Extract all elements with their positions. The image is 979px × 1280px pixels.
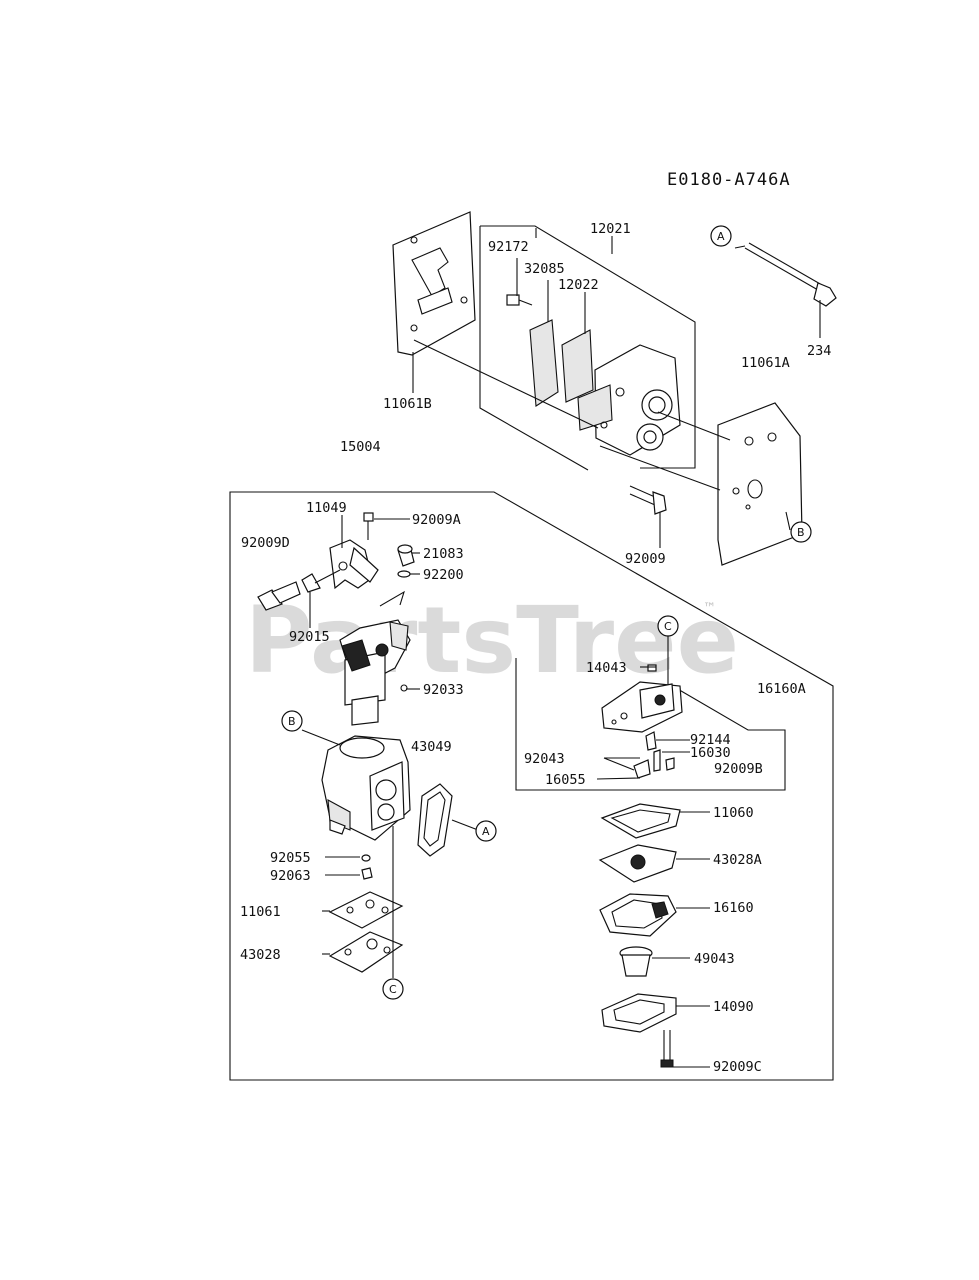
marker-b-right: B: [790, 521, 812, 543]
svg-text:A: A: [717, 230, 725, 243]
label-92009b: 92009B: [714, 761, 763, 777]
carburetor-frame: [229, 491, 834, 1081]
screw-92009c: [660, 1030, 674, 1068]
gasket-11061a: [717, 402, 803, 566]
gasket-11061b: [392, 211, 476, 356]
lever-11049: [329, 512, 379, 590]
label-12021: 12021: [590, 221, 631, 237]
diaphragm-43028a: [598, 844, 677, 883]
holder-12021: [577, 344, 681, 456]
marker-a-top: A: [710, 225, 732, 247]
svg-text:C: C: [664, 620, 672, 633]
marker-b-lower: B: [281, 710, 303, 732]
needle-92063: [361, 867, 373, 880]
label-49043: 49043: [694, 951, 735, 967]
svg-text:B: B: [288, 715, 296, 728]
pump-body-16160: [599, 893, 677, 937]
diagram-code: E0180-A746A: [667, 170, 791, 190]
label-92015: 92015: [289, 629, 330, 645]
label-92043: 92043: [524, 751, 565, 767]
label-92144: 92144: [690, 732, 731, 748]
label-92172: 92172: [488, 239, 529, 255]
gasket-11061: [328, 891, 404, 929]
label-92055: 92055: [270, 850, 311, 866]
bolt-234: [744, 242, 837, 307]
trademark-symbol: ™: [703, 601, 716, 616]
svg-text:C: C: [389, 983, 397, 996]
label-92009c: 92009C: [713, 1059, 762, 1075]
label-11061: 11061: [240, 904, 281, 920]
gasket-oring: [417, 783, 453, 857]
label-16030: 16030: [690, 745, 731, 761]
label-92063: 92063: [270, 868, 311, 884]
washer-92200: [397, 570, 411, 578]
needle-16030: [653, 749, 661, 772]
svg-text:A: A: [482, 825, 490, 838]
lever-16055: [633, 759, 651, 779]
label-12022: 12022: [558, 277, 599, 293]
cup-49043: [619, 946, 653, 977]
label-14043: 14043: [586, 660, 627, 676]
bolt-92009: [629, 485, 667, 515]
screw-92015: [257, 569, 341, 611]
label-92033: 92033: [423, 682, 464, 698]
screw-14043: [647, 664, 657, 672]
marker-c-lower: C: [382, 978, 404, 1000]
label-11060: 11060: [713, 805, 754, 821]
washer-92055: [361, 854, 371, 862]
plate-12022: [561, 329, 594, 403]
label-15004: 15004: [340, 439, 381, 455]
label-92009d: 92009D: [241, 535, 290, 551]
pump-cover-16160a: [601, 681, 683, 733]
label-11049: 11049: [306, 500, 347, 516]
spring-92144: [645, 731, 657, 751]
screw-92172: [506, 294, 533, 306]
label-92200: 92200: [423, 567, 464, 583]
pin-92043: [603, 757, 635, 771]
label-43028a: 43028A: [713, 852, 762, 868]
label-43049: 43049: [411, 739, 452, 755]
upper-leader-lines: [412, 228, 821, 548]
fitting-21083: [397, 544, 415, 567]
holder-bracket-outline: [479, 225, 696, 471]
diaphragm-43028: [328, 931, 404, 973]
lower-leader-lines: [301, 515, 710, 1068]
label-21083: 21083: [423, 546, 464, 562]
marker-c-pump: C: [657, 615, 679, 637]
gasket-11060: [600, 803, 681, 839]
label-234: 234: [807, 343, 831, 359]
label-16160a: 16160A: [757, 681, 806, 697]
carburetor-body-43049: [321, 735, 411, 841]
label-16055: 16055: [545, 772, 586, 788]
label-92009a: 92009A: [412, 512, 461, 528]
watermark: PartsTree: [245, 587, 739, 694]
screw-92009b: [665, 757, 675, 771]
label-16160: 16160: [713, 900, 754, 916]
svg-text:B: B: [797, 526, 805, 539]
label-11061b: 11061B: [383, 396, 432, 412]
label-14090: 14090: [713, 999, 754, 1015]
throttle-body: [339, 619, 411, 726]
plate-32085: [529, 319, 559, 407]
marker-a-lower: A: [475, 820, 497, 842]
pump-subassembly-frame: [515, 658, 786, 791]
label-43028: 43028: [240, 947, 281, 963]
label-11061a: 11061A: [741, 355, 790, 371]
label-92009: 92009: [625, 551, 666, 567]
cover-14090: [601, 993, 677, 1033]
label-32085: 32085: [524, 261, 565, 277]
